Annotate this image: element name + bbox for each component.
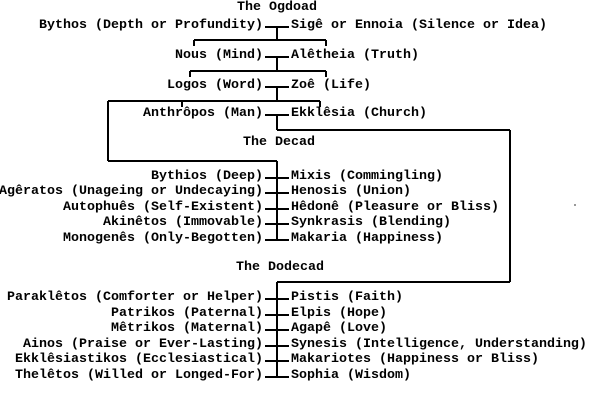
- aeon-male-label: Agêratos (Unageing or Undecaying): [0, 184, 263, 199]
- aeon-male-label: Ekklêsiastikos (Ecclesiastical): [15, 352, 263, 367]
- aeon-female-label: Mixis (Commingling): [291, 169, 443, 184]
- aeon-male-label: Logos (Word): [167, 78, 263, 93]
- aeon-male-label: Paraklêtos (Comforter or Helper): [7, 290, 263, 305]
- aeon-female-label: Hêdonê (Pleasure or Bliss): [291, 200, 499, 215]
- aeon-male-label: Autophuês (Self-Existent): [63, 200, 263, 215]
- aeon-female-label: Alêtheia (Truth): [291, 48, 419, 63]
- aeon-male-label: Ainos (Praise or Ever-Lasting): [23, 337, 263, 352]
- aeon-female-label: Synesis (Intelligence, Understanding): [291, 337, 587, 352]
- aeon-male-label: Anthrôpos (Man): [143, 106, 263, 121]
- aeon-female-label: Agapê (Love): [291, 321, 387, 336]
- section-title-ogdoad: The Ogdoad: [237, 0, 317, 15]
- aeon-male-label: Thelêtos (Willed or Longed-For): [15, 368, 263, 383]
- aeon-female-label: Zoê (Life): [291, 78, 371, 93]
- aeon-female-label: Synkrasis (Blending): [291, 215, 451, 230]
- aeon-male-label: Patrikos (Paternal): [111, 306, 263, 321]
- aeon-female-label: Elpis (Hope): [291, 306, 387, 321]
- aeon-male-label: Nous (Mind): [175, 48, 263, 63]
- aeon-male-label: Akinêtos (Immovable): [103, 215, 263, 230]
- aeon-female-label: Sophia (Wisdom): [291, 368, 411, 383]
- aeon-female-label: Makaria (Happiness): [291, 231, 443, 246]
- aeon-male-label: Monogenês (Only-Begotten): [63, 231, 263, 246]
- aeon-female-label: Makariotes (Happiness or Bliss): [291, 352, 539, 367]
- aeon-male-label: Bythios (Deep): [151, 169, 263, 184]
- aeon-male-label: Mêtrikos (Maternal): [111, 321, 263, 336]
- section-title-decad: The Decad: [243, 135, 315, 150]
- aeon-female-label: Ekklêsia (Church): [291, 106, 427, 121]
- stray-pixel-artifact: [574, 204, 576, 206]
- section-title-dodecad: The Dodecad: [236, 260, 324, 275]
- aeon-female-label: Sigê or Ennoia (Silence or Idea): [291, 18, 547, 33]
- aeon-female-label: Pistis (Faith): [291, 290, 403, 305]
- aeon-male-label: Bythos (Depth or Profundity): [39, 18, 263, 33]
- aeon-female-label: Henosis (Union): [291, 184, 411, 199]
